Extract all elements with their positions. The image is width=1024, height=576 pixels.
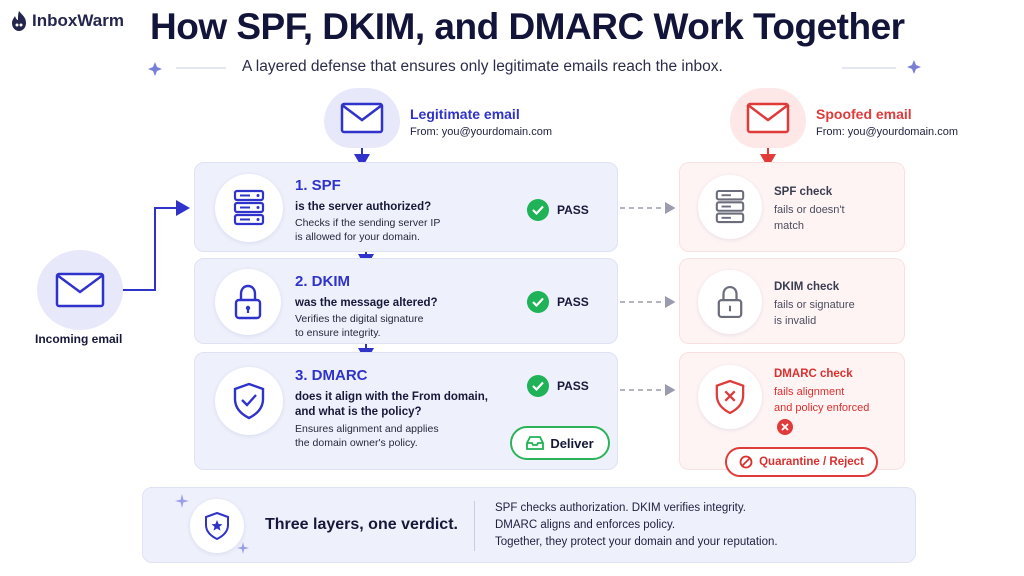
check-icon bbox=[527, 199, 549, 221]
lock-icon-wrap bbox=[215, 269, 281, 335]
shield-x-icon bbox=[715, 379, 745, 415]
summary-line: DMARC aligns and enforces policy. bbox=[495, 519, 676, 531]
stage-desc-line: Checks if the sending server IP bbox=[295, 217, 441, 229]
spoof-check-label: DMARC check bbox=[774, 368, 853, 380]
fail-x-icon bbox=[777, 419, 793, 435]
server-icon bbox=[233, 189, 265, 226]
legitimate-email-from: From: you@yourdomain.com bbox=[410, 126, 552, 138]
page-subtitle: A layered defense that ensures only legi… bbox=[242, 58, 723, 75]
pass-badge: PASS bbox=[527, 291, 589, 313]
stage-title: 2. DKIM bbox=[295, 273, 351, 290]
check-icon bbox=[527, 291, 549, 313]
check-icon bbox=[527, 375, 549, 397]
incoming-email-node bbox=[37, 250, 123, 330]
spoof-check-desc: and policy enforced bbox=[774, 402, 870, 414]
summary-title: Three layers, one verdict. bbox=[265, 516, 458, 533]
sparkle-icon bbox=[175, 494, 189, 508]
legitimate-email-label: Legitimate email bbox=[410, 106, 520, 122]
shield-icon-wrap bbox=[698, 365, 762, 429]
stage-dmarc: 3. DMARC does it align with the From dom… bbox=[194, 352, 618, 470]
stage-title: 1. SPF bbox=[295, 177, 341, 194]
stage-question: is the server authorized? bbox=[295, 201, 432, 213]
stage-desc-line: the domain owner's policy. bbox=[295, 437, 418, 449]
stage-title: 3. DMARC bbox=[295, 367, 368, 384]
stage-desc-line: Ensures alignment and applies bbox=[295, 423, 439, 435]
summary-line: SPF checks authorization. DKIM verifies … bbox=[495, 502, 746, 514]
server-icon bbox=[715, 189, 745, 224]
lock-icon bbox=[234, 284, 262, 320]
spoofed-email-node bbox=[730, 88, 806, 148]
badge-icon-wrap bbox=[190, 499, 244, 553]
block-icon bbox=[739, 455, 753, 469]
sparkle-icon bbox=[148, 60, 921, 76]
stage-question: was the message altered? bbox=[295, 297, 438, 309]
quarantine-reject-pill: Quarantine / Reject bbox=[725, 447, 878, 477]
spoof-check-label: SPF check bbox=[774, 186, 833, 198]
stage-desc-line: is allowed for your domain. bbox=[295, 231, 420, 243]
server-icon-wrap bbox=[215, 174, 283, 242]
spoof-check-label: DKIM check bbox=[774, 281, 840, 293]
flame-logo-icon bbox=[12, 11, 26, 31]
lock-icon-wrap bbox=[698, 270, 762, 334]
spoofed-email-from: From: you@yourdomain.com bbox=[816, 126, 958, 138]
incoming-to-spf-arrow bbox=[122, 200, 190, 291]
stage-desc-line: to ensure integrity. bbox=[295, 327, 381, 339]
spoof-check-desc: match bbox=[774, 220, 804, 232]
spoof-check-desc: fails alignment bbox=[774, 386, 845, 398]
deliver-pill: Deliver bbox=[510, 426, 610, 460]
inbox-icon bbox=[526, 436, 545, 450]
envelope-icon bbox=[746, 102, 790, 134]
summary-line: Together, they protect your domain and y… bbox=[495, 536, 778, 548]
summary-divider bbox=[474, 501, 475, 551]
legitimate-email-node bbox=[324, 88, 400, 148]
spoof-check-desc: is invalid bbox=[774, 315, 817, 327]
incoming-email-label: Incoming email bbox=[35, 332, 123, 346]
stage-spf: 1. SPF is the server authorized? Checks … bbox=[194, 162, 618, 252]
spoof-spf-check: SPF check fails or doesn't match bbox=[679, 162, 905, 252]
stage-dkim: 2. DKIM was the message altered? Verifie… bbox=[194, 258, 618, 344]
page-title: How SPF, DKIM, and DMARC Work Together bbox=[150, 6, 905, 47]
stage-desc-line: Verifies the digital signature bbox=[295, 313, 424, 325]
spoof-check-desc: fails or doesn't bbox=[774, 204, 845, 216]
stage-question: and what is the policy? bbox=[295, 406, 422, 418]
pass-badge: PASS bbox=[527, 375, 589, 397]
envelope-icon bbox=[55, 272, 105, 308]
spoof-check-desc: fails or signature bbox=[774, 299, 855, 311]
spoofed-email-label: Spoofed email bbox=[816, 106, 912, 122]
envelope-icon bbox=[340, 102, 384, 134]
shield-star-icon bbox=[205, 512, 229, 540]
summary-panel: Three layers, one verdict. SPF checks au… bbox=[142, 487, 916, 563]
shield-check-icon bbox=[233, 382, 265, 420]
pass-badge: PASS bbox=[527, 199, 589, 221]
stage-question: does it align with the From domain, bbox=[295, 391, 488, 403]
lock-icon bbox=[717, 285, 743, 319]
sparkle-icon bbox=[237, 542, 249, 554]
brand-name: InboxWarm bbox=[32, 11, 124, 30]
shield-icon-wrap bbox=[215, 367, 283, 435]
spoof-dkim-check: DKIM check fails or signature is invalid bbox=[679, 258, 905, 344]
server-icon-wrap bbox=[698, 175, 762, 239]
brand-logo: InboxWarm bbox=[8, 10, 124, 32]
